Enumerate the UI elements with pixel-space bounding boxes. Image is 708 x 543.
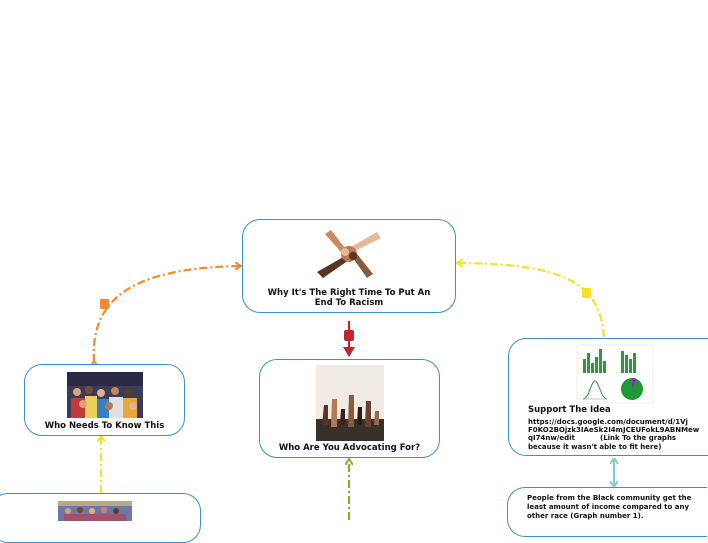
node-center-title: Why It's The Right Time To Put An End To… xyxy=(267,288,431,308)
node-bottom-right[interactable]: People from the Black community get the … xyxy=(507,487,707,537)
bottom-left-image xyxy=(58,501,132,521)
node-right[interactable]: Support The Idea https://docs.google.com… xyxy=(508,338,708,456)
connector-layer xyxy=(0,0,696,520)
support-url-line1[interactable]: https://docs.google.com/document/d/1Vj xyxy=(528,418,688,426)
hands-image xyxy=(315,228,383,280)
connector-center-to-left xyxy=(94,266,240,362)
connector-handle-yellow[interactable] xyxy=(582,288,591,298)
support-title: Support The Idea xyxy=(528,405,611,415)
red-arrowhead xyxy=(343,347,355,357)
connector-handle-red[interactable] xyxy=(344,330,354,341)
raised-hands-image xyxy=(316,365,384,441)
support-url-line3[interactable]: qI74nw/edit xyxy=(528,434,575,442)
node-middle[interactable]: Who Are You Advocating For? xyxy=(259,359,440,458)
income-fact-text: People from the Black community get the … xyxy=(527,494,692,520)
node-left-title: Who Needs To Know This xyxy=(44,421,165,431)
node-bottom-left[interactable] xyxy=(0,493,201,543)
connector-handle-orange[interactable] xyxy=(100,299,109,309)
audience-image xyxy=(67,372,143,418)
node-bottom-center-edge xyxy=(200,519,201,520)
node-center[interactable]: Why It's The Right Time To Put An End To… xyxy=(242,219,456,313)
node-middle-title: Who Are You Advocating For? xyxy=(278,443,421,453)
support-url-line2[interactable]: F0KO2BOjzk3IAeSk2I4mJCEUFokL9ABNMew xyxy=(528,426,700,434)
support-note: (Link To the graphs because it wasn't ab… xyxy=(528,434,677,451)
node-left[interactable]: Who Needs To Know This xyxy=(24,364,185,436)
connector-right-to-center xyxy=(458,263,606,338)
graphs-image xyxy=(576,344,654,404)
